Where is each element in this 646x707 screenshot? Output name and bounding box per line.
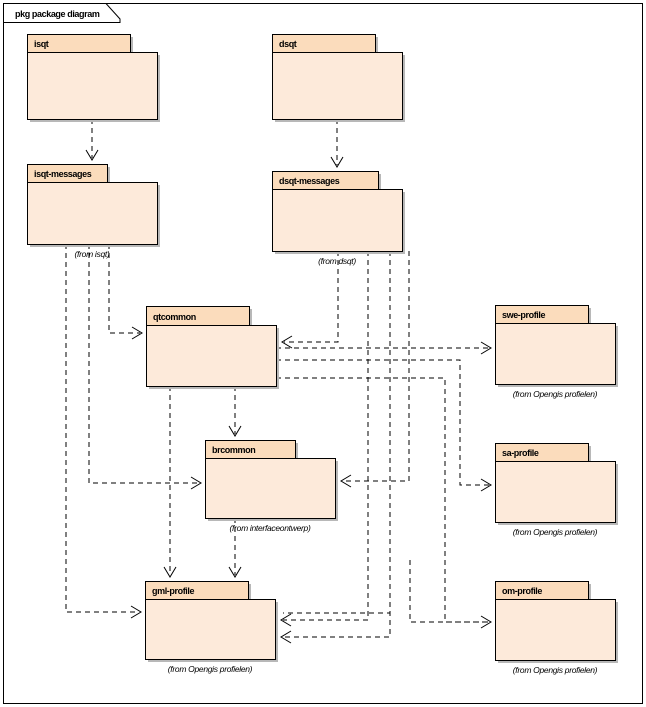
package-label: isqt xyxy=(34,39,49,49)
dependency-connectors xyxy=(65,119,492,644)
dep-qtcommon-to-swe-profile[interactable] xyxy=(276,341,492,355)
package-body xyxy=(495,461,616,523)
package-sa-profile[interactable]: sa-profile (from Opengis profielen) xyxy=(495,443,619,538)
package-body xyxy=(205,458,336,519)
package-label: qtcommon xyxy=(153,312,196,322)
diagram-frame: pkg package diagram xyxy=(3,3,643,704)
package-body xyxy=(272,52,403,120)
package-from-label: (from Opengis profielen) xyxy=(168,664,253,674)
package-label: swe-profile xyxy=(502,310,546,320)
dep-qtcommon-to-sa-profile[interactable] xyxy=(276,359,492,492)
package-om-profile[interactable]: om-profile (from Opengis profielen) xyxy=(495,581,619,676)
package-nodes: isqt dsqt isqt-messages (from isqt) dsqt-mes… xyxy=(27,34,619,676)
dep-isqt-to-isqt-messages[interactable] xyxy=(85,119,99,161)
package-label: gml-profile xyxy=(152,586,194,596)
package-gml-profile[interactable]: gml-profile (from Opengis profielen) xyxy=(145,581,279,675)
dep-qtcommon-to-brcommon[interactable] xyxy=(228,386,242,437)
package-body xyxy=(272,189,403,252)
frame-border xyxy=(3,3,643,704)
dep-sa-profile-to-brcommon[interactable] xyxy=(340,251,410,488)
package-from-label: (from Opengis profielen) xyxy=(513,665,598,675)
package-swe-profile[interactable]: swe-profile (from Opengis profielen) xyxy=(495,305,619,400)
package-label: sa-profile xyxy=(502,448,539,458)
package-isqt-messages[interactable]: isqt-messages (from isqt) xyxy=(27,164,161,260)
dep-isqt-messages-to-brcommon[interactable] xyxy=(88,244,202,490)
frame-tab xyxy=(3,3,121,23)
package-body xyxy=(27,52,158,120)
package-label: dsqt-messages xyxy=(279,176,340,186)
package-brcommon[interactable]: brcommon (from interfaceontwerp) xyxy=(205,440,339,534)
dep-qtcommon-to-gml-profile[interactable] xyxy=(163,386,177,578)
package-body xyxy=(146,325,277,387)
package-body xyxy=(27,182,158,245)
package-label: dsqt xyxy=(279,39,297,49)
package-body xyxy=(145,599,276,660)
dep-swe-profile-to-gml-profile[interactable] xyxy=(283,251,391,614)
package-dsqt[interactable]: dsqt xyxy=(272,34,406,123)
dep-dsqt-to-dsqt-messages[interactable] xyxy=(330,119,344,168)
package-qtcommon[interactable]: qtcommon xyxy=(146,306,280,390)
package-dsqt-messages[interactable]: dsqt-messages (from dsqt) xyxy=(272,171,406,267)
package-body xyxy=(495,323,616,385)
dep-brcommon-to-gml-profile[interactable] xyxy=(228,518,242,578)
package-from-label: (from Opengis profielen) xyxy=(513,527,598,537)
dep-dsqt-messages-to-qtcommon[interactable] xyxy=(281,251,339,349)
package-label: isqt-messages xyxy=(34,169,92,179)
dep-dsqt-messages-to-gml-profile[interactable] xyxy=(280,251,369,627)
package-from-label: (from dsqt) xyxy=(318,256,356,266)
frame-title: pkg package diagram xyxy=(15,9,100,19)
package-body xyxy=(495,599,616,661)
package-isqt[interactable]: isqt xyxy=(27,34,161,123)
dep-om-profile-connector[interactable] xyxy=(409,560,489,623)
package-label: om-profile xyxy=(502,586,542,596)
dep-isqt-messages-to-gml-profile[interactable] xyxy=(65,244,142,619)
package-from-label: (from Opengis profielen) xyxy=(513,389,598,399)
dep-isqt-messages-to-qtcommon[interactable] xyxy=(108,244,143,340)
package-from-label: (from interfaceontwerp) xyxy=(230,523,311,533)
package-from-label: (from isqt) xyxy=(75,249,110,259)
package-label: brcommon xyxy=(212,445,255,455)
